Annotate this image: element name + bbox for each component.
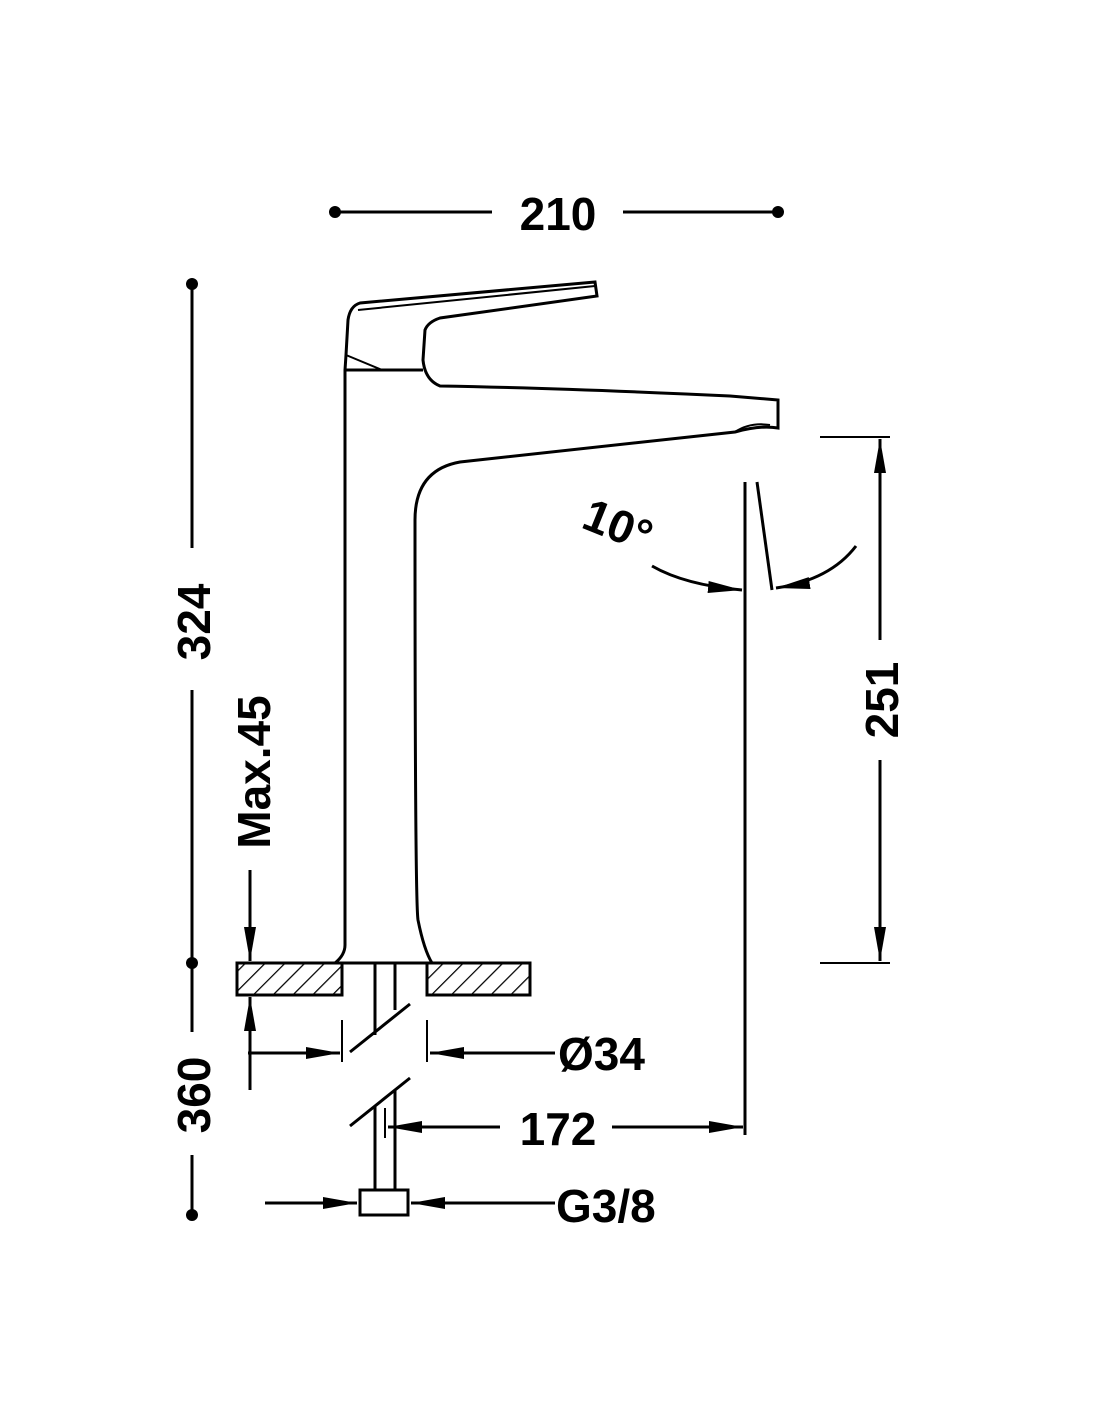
spout-height-label: 251 [856,662,908,739]
spout-height-dimension: 251 [820,436,908,964]
connection-label: G3/8 [556,1180,656,1232]
diameter-dimension: Ø34 [248,1020,645,1080]
total-height-label: 324 [168,583,220,660]
reach-label: 172 [520,1103,597,1155]
connection-dimension: G3/8 [265,1180,656,1232]
width-dimension: 210 [329,188,784,240]
counter-max-label: Max.45 [228,695,280,848]
below-counter-label: 360 [168,1057,220,1134]
diameter-label: Ø34 [558,1028,645,1080]
angle-label: 10° [576,488,660,562]
width-label: 210 [520,188,597,240]
reach-dimension: 172 [384,1103,743,1155]
faucet-outline [330,280,780,965]
counter-section [235,961,532,997]
supply-pipe [349,963,411,1217]
counter-thickness-dimension: Max.45 [228,695,280,1090]
height-dimension: 324 360 [168,278,220,1221]
